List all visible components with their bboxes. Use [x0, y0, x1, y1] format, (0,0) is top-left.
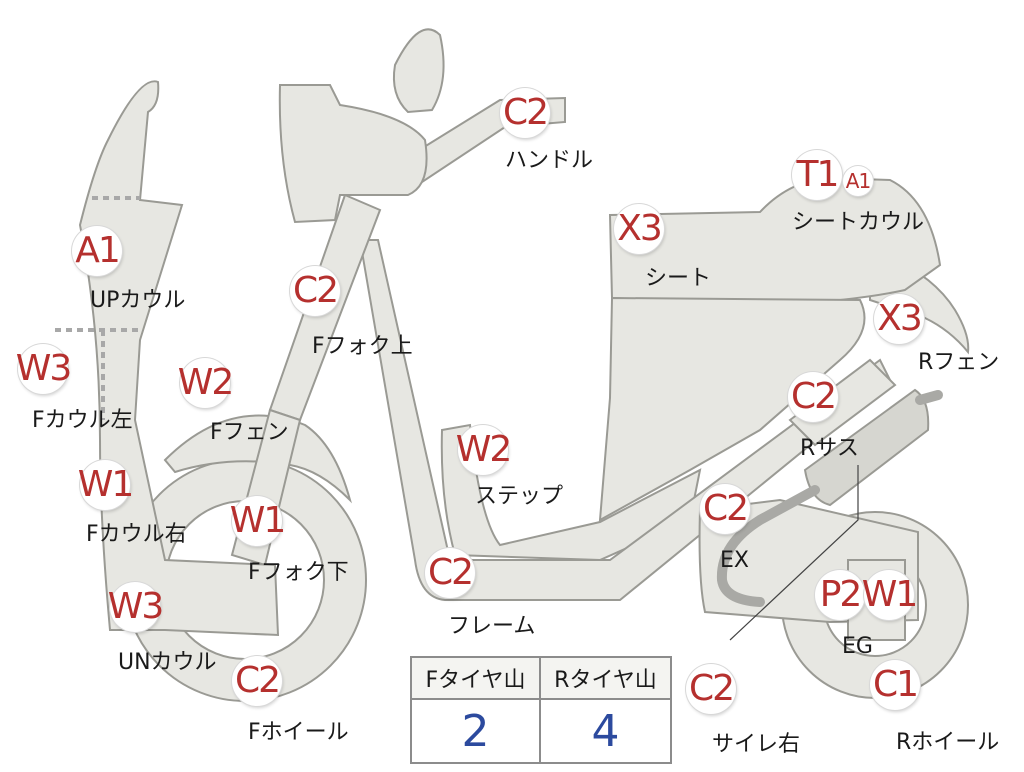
part-label-f-cowl-right: Fカウル右: [86, 522, 187, 547]
grade-badge-eg-2: W1: [862, 570, 918, 620]
part-label-r-fender: Rフェン: [918, 350, 1000, 375]
exhaust-pipe-shape: [716, 485, 820, 607]
part-label-un-cowl: UNカウル: [118, 650, 217, 675]
rear-body-shape: [598, 296, 866, 522]
part-label-seat-cowl: シートカウル: [792, 210, 925, 235]
part-label-r-sus: Rサス: [800, 436, 859, 461]
grade-badge-silencer-right: C2: [686, 664, 736, 714]
grade-badge-f-fork-upper: C2: [290, 266, 340, 316]
grade-badge-step: W2: [456, 425, 512, 475]
tire-tread-table: Fタイヤ山 Rタイヤ山 2 4: [410, 656, 672, 764]
grade-badge-frame: C2: [425, 548, 475, 598]
part-label-eg: EG: [842, 634, 873, 659]
grade-badge-f-wheel: C2: [232, 656, 282, 706]
part-label-f-cowl-left: Fカウル左: [32, 408, 133, 433]
part-label-f-fork-lower: Fフォク下: [248, 560, 349, 585]
grade-badge-r-sus: C2: [788, 372, 838, 422]
grade-badge-seat-cowl-2: A1: [843, 166, 873, 196]
part-label-f-fender: Fフェン: [210, 420, 289, 445]
part-label-up-cowl: UPカウル: [90, 288, 186, 313]
part-label-f-fork-upper: Fフォク上: [312, 334, 413, 359]
grade-badge-f-cowl-left: W3: [16, 344, 72, 394]
part-label-step: ステップ: [475, 484, 564, 509]
grade-badge-f-fork-lower: W1: [230, 496, 286, 546]
part-label-seat: シート: [645, 266, 712, 291]
grade-badge-eg-1: P2: [815, 570, 865, 620]
step-shape: [440, 423, 702, 562]
grade-badge-f-fender: W2: [178, 358, 234, 408]
grade-badge-r-wheel: C1: [870, 660, 920, 710]
rear-sus-shape: [788, 358, 897, 447]
grade-badge-r-fender: X3: [874, 294, 924, 344]
part-label-r-wheel: Rホイール: [896, 730, 1000, 755]
part-label-f-wheel: Fホイール: [248, 720, 349, 745]
grade-badge-un-cowl: W3: [108, 582, 164, 632]
frame-shape: [358, 239, 892, 601]
part-label-silencer-right: サイレ右: [712, 732, 801, 757]
grade-badge-up-cowl: A1: [72, 226, 122, 276]
rear-tire-header: Rタイヤ山: [541, 658, 670, 700]
grade-badge-f-cowl-right: W1: [78, 460, 134, 510]
grade-badge-ex: C2: [700, 484, 750, 534]
airbox-pipe-shape: [915, 390, 943, 405]
windscreen-shape: [392, 28, 445, 114]
part-label-frame: フレーム: [448, 614, 536, 639]
part-label-ex: EX: [720, 548, 749, 573]
part-label-handle: ハンドル: [505, 148, 594, 173]
grade-badge-seat-cowl-1: T1: [792, 150, 842, 200]
grade-badge-handle: C2: [500, 88, 550, 138]
front-tire-header: Fタイヤ山: [412, 658, 541, 700]
front-tire-value: 2: [412, 700, 541, 762]
headlight-shape: [278, 84, 428, 224]
rear-tire-value: 4: [591, 705, 620, 757]
grade-badge-seat: X3: [614, 204, 664, 254]
silencer-leader-line: [729, 465, 859, 641]
